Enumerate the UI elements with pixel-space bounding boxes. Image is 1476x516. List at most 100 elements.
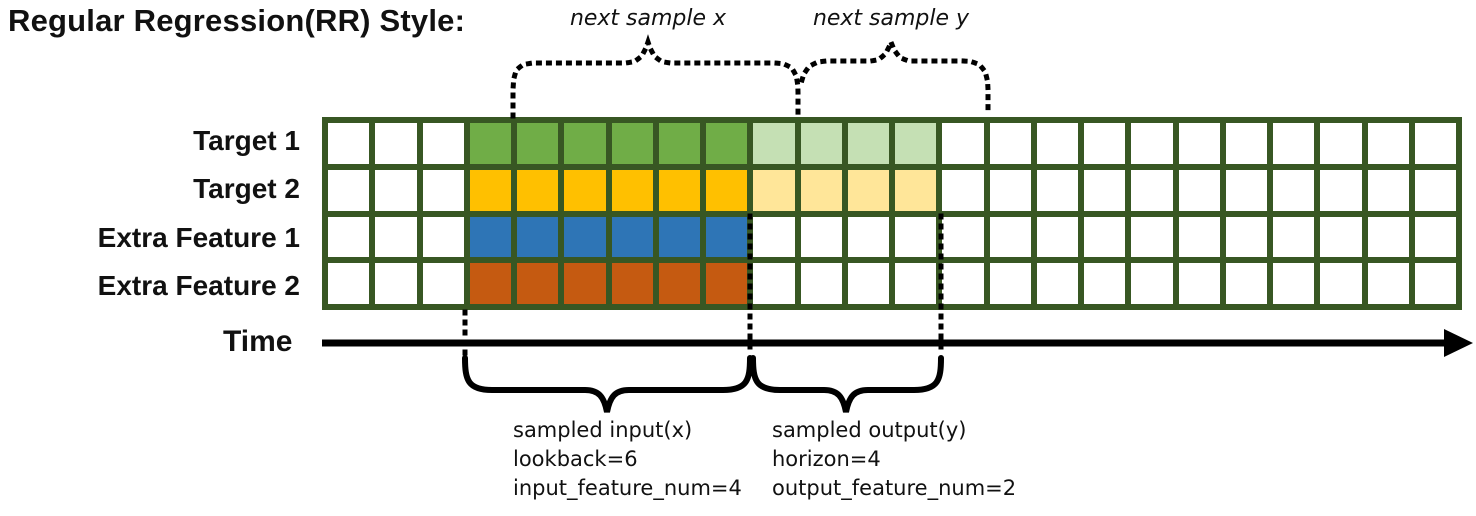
grid-cell-empty [989, 169, 1031, 211]
grid-cell-sampled-output [753, 123, 795, 164]
grid-cell-empty [1036, 216, 1078, 258]
grid-cell-sampled-output [753, 169, 795, 211]
grid-cell-empty [1036, 263, 1078, 304]
next-sample-x-brace [510, 34, 801, 119]
grid-cell-sampled-input [658, 123, 700, 164]
grid-cell-empty [422, 123, 464, 164]
grid-cell-sampled-input [658, 169, 700, 211]
grid-cell-empty [328, 216, 370, 258]
grid-cell-sampled-output [800, 123, 842, 164]
grid-cell-sampled-input [517, 169, 559, 211]
grid-cell-sampled-input [564, 123, 606, 164]
grid-cell-empty [1320, 216, 1362, 258]
grid-cell-sampled-input [564, 216, 606, 258]
grid-cell-empty [1084, 216, 1126, 258]
grid-cell-empty [1367, 169, 1409, 211]
sampled-input-annotation: sampled input(x) lookback=6 input_featur… [513, 416, 742, 503]
grid-cell-empty [1367, 216, 1409, 258]
row-label: Extra Feature 2 [97, 269, 300, 301]
input-feature-num-value: input_feature_num=4 [513, 476, 742, 500]
grid-cell-empty [1084, 169, 1126, 211]
grid-cell-sampled-input [706, 169, 748, 211]
grid-cell-sampled-input [611, 123, 653, 164]
sampled-output-title: sampled output(y) [772, 418, 967, 442]
grid-cell-empty [895, 216, 937, 258]
grid-cell-empty [800, 216, 842, 258]
diagram-title: Regular Regression(RR) Style: [8, 3, 466, 38]
grid-cell-sampled-input [611, 263, 653, 304]
grid-cell-empty [375, 123, 417, 164]
grid-cell-empty [847, 216, 889, 258]
grid-cell-empty [1178, 263, 1220, 304]
grid-cell-empty [1273, 123, 1315, 164]
grid-cell-empty [422, 263, 464, 304]
grid-cell-empty [1225, 169, 1267, 211]
next-sample-y-label: next sample y [812, 6, 970, 31]
sampled-output-brace [750, 355, 944, 413]
grid-cell-sampled-input [706, 216, 748, 258]
grid-cell-empty [422, 169, 464, 211]
grid-cell-empty [1320, 263, 1362, 304]
grid-cell-empty [1367, 263, 1409, 304]
grid-cell-empty [1320, 123, 1362, 164]
grid-cell-empty [1084, 123, 1126, 164]
grid-cell-sampled-input [469, 263, 511, 304]
grid-cell-empty [942, 216, 984, 258]
grid-cell-empty [942, 263, 984, 304]
grid-cell-sampled-input [706, 263, 748, 304]
grid-cell-empty [1036, 169, 1078, 211]
sampled-input-title: sampled input(x) [513, 418, 693, 442]
grid-cell-sampled-input [706, 123, 748, 164]
grid-cell-sampled-input [469, 216, 511, 258]
sampled-input-brace [462, 355, 753, 413]
grid-cell-empty [1367, 123, 1409, 164]
grid-cell-empty [375, 216, 417, 258]
grid-cell-sampled-input [564, 169, 606, 211]
grid-cell-sampled-input [658, 263, 700, 304]
grid-cell-sampled-input [564, 263, 606, 304]
grid-cell-empty [375, 263, 417, 304]
grid-cell-empty [1131, 123, 1173, 164]
output-feature-num-value: output_feature_num=2 [772, 476, 1017, 500]
grid-cell-empty [1414, 123, 1456, 164]
grid-cell-empty [1414, 216, 1456, 258]
grid-cell-empty [942, 123, 984, 164]
grid-cell-empty [1131, 169, 1173, 211]
grid-cell-empty [989, 123, 1031, 164]
grid-cell-empty [1273, 169, 1315, 211]
row-label: Target 1 [193, 125, 300, 157]
grid-cell-sampled-output [800, 169, 842, 211]
grid-cell-empty [328, 169, 370, 211]
horizon-value: horizon=4 [772, 447, 881, 471]
grid-cell-sampled-output [895, 123, 937, 164]
grid-cell-empty [753, 263, 795, 304]
grid-cell-empty [328, 263, 370, 304]
grid-cell-empty [895, 263, 937, 304]
grid-cell-empty [1414, 263, 1456, 304]
grid-cell-empty [1131, 216, 1173, 258]
grid-cell-empty [1320, 169, 1362, 211]
grid-cell-empty [1225, 123, 1267, 164]
grid-cell-sampled-input [611, 216, 653, 258]
sampled-output-annotation: sampled output(y) horizon=4 output_featu… [772, 416, 1016, 503]
grid-cell-sampled-output [847, 123, 889, 164]
grid-cell-empty [1414, 169, 1456, 211]
grid-cell-empty [753, 216, 795, 258]
grid-cell-empty [1178, 123, 1220, 164]
grid-cell-empty [1225, 263, 1267, 304]
next-sample-x-label: next sample x [569, 6, 727, 31]
grid-cell-empty [942, 169, 984, 211]
grid-cell-sampled-input [517, 216, 559, 258]
grid-cell-empty [1273, 216, 1315, 258]
grid-cell-empty [1178, 169, 1220, 211]
grid-cell-empty [1273, 263, 1315, 304]
grid-cell-sampled-input [469, 123, 511, 164]
grid-cell-empty [1131, 263, 1173, 304]
row-label: Extra Feature 1 [97, 221, 300, 253]
grid-cell-sampled-input [611, 169, 653, 211]
time-axis-arrowhead [1444, 329, 1473, 357]
grid-cell-empty [328, 123, 370, 164]
grid-cell-empty [989, 263, 1031, 304]
